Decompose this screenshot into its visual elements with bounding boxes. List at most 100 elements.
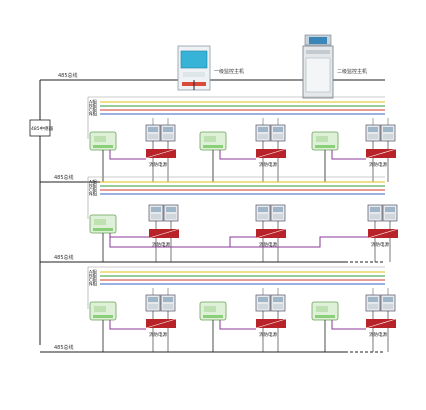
sensor-1-screen [204, 136, 216, 142]
meter-b-1-screen [273, 297, 283, 302]
meter-a-2-screen [370, 207, 380, 212]
group-bus-label: 485总线 [54, 254, 74, 261]
meter-a-1-terminal [258, 134, 268, 139]
purple-link-a [109, 233, 256, 248]
sensor-2-screen [316, 136, 328, 142]
meter-a-0-screen [148, 127, 158, 132]
red-block-2-label: 消防电源 [369, 161, 387, 168]
phase-tag-2: C相 [89, 187, 97, 194]
meter-a-1-terminal [258, 214, 268, 219]
purple-link-2 [331, 150, 366, 160]
red-block-2-label: 消防电源 [369, 331, 387, 338]
red-block-2-stripe [365, 318, 397, 329]
top-bus-label: 485总线 [58, 72, 78, 79]
phase-tag-0: A相 [89, 179, 97, 186]
repeater-box: 485中继器 [29, 119, 54, 137]
meter-a-2-terminal [370, 214, 380, 219]
phase-tag-0: A相 [89, 269, 97, 276]
sensor-0-base [93, 145, 113, 148]
phase-tag-1: B相 [89, 273, 97, 280]
meter-b-1-screen [273, 207, 283, 212]
purple-link-2 [331, 320, 366, 330]
phase-tag-1: B相 [89, 103, 97, 110]
group-1: A相B相C相N相485总线消防电源消防电源消防电源 [40, 96, 397, 183]
meter-a-1-screen [258, 297, 268, 302]
meter-b-0-terminal [163, 304, 173, 309]
sensor-0-screen [94, 136, 106, 142]
sensor-0-screen [94, 219, 106, 225]
group-bus-label: 485总线 [54, 344, 74, 351]
groups-layer: A相B相C相N相485总线消防电源消防电源消防电源A相B相C相N相485总线消防… [40, 96, 399, 353]
repeater-label: 485中继器 [31, 125, 54, 132]
meter-b-2-terminal [383, 304, 393, 309]
phase-tag-3: N相 [89, 191, 97, 198]
meter-b-0-screen [163, 127, 173, 132]
meter-a-1-terminal [258, 304, 268, 309]
purple-link-b [230, 236, 368, 248]
red-block-0-label: 消防电源 [149, 161, 167, 168]
meter-a-2-screen [368, 127, 378, 132]
meter-a-2-screen [368, 297, 378, 302]
meter-a-2-terminal [368, 134, 378, 139]
red-block-0-stripe [148, 228, 180, 239]
red-block-0-label: 消防电源 [152, 241, 170, 248]
red-block-0-stripe [145, 318, 177, 329]
host2-label: 二级监控主机 [337, 68, 367, 75]
red-block-1-stripe [255, 228, 287, 239]
meter-b-1-terminal [273, 214, 283, 219]
meter-b-1-terminal [273, 304, 283, 309]
red-block-0-stripe [145, 148, 177, 159]
red-block-2-stripe [367, 228, 399, 239]
red-block-0-label: 消防电源 [149, 331, 167, 338]
phase-tag-2: C相 [89, 107, 97, 114]
purple-link-1 [219, 320, 256, 330]
sensor-1-base [203, 315, 223, 318]
purple-link-0 [109, 150, 146, 160]
sensor-1-screen [204, 306, 216, 312]
meter-b-2-terminal [383, 134, 393, 139]
meter-a-0-terminal [148, 134, 158, 139]
purple-link-1 [219, 150, 256, 160]
red-block-1-stripe [255, 318, 287, 329]
host2-device [302, 34, 334, 99]
meter-a-0-terminal [148, 304, 158, 309]
sensor-0-base [93, 228, 113, 231]
purple-link-0 [109, 320, 146, 330]
group-bus-label: 485总线 [54, 174, 74, 181]
phase-tag-2: C相 [89, 277, 97, 284]
red-block-2-label: 消防电源 [371, 241, 389, 248]
sensor-2-base [315, 315, 335, 318]
meter-a-0-screen [151, 207, 161, 212]
red-block-1-stripe [255, 148, 287, 159]
phase-tag-1: B相 [89, 183, 97, 190]
group-2: A相B相C相N相485总线消防电源消防电源消防电源 [40, 176, 399, 263]
sensor-1-base [203, 145, 223, 148]
meter-b-2-screen [383, 127, 393, 132]
meter-a-2-terminal [368, 304, 378, 309]
sensor-2-screen [316, 306, 328, 312]
phase-tag-3: N相 [89, 111, 97, 118]
meter-b-0-screen [163, 297, 173, 302]
meter-b-1-screen [273, 127, 283, 132]
red-block-1-label: 消防电源 [259, 241, 277, 248]
phase-tag-3: N相 [89, 281, 97, 288]
meter-b-2-screen [383, 297, 393, 302]
sensor-0-screen [94, 306, 106, 312]
meter-b-0-terminal [163, 134, 173, 139]
red-block-2-stripe [365, 148, 397, 159]
meter-a-0-terminal [151, 214, 161, 219]
meter-b-0-screen [166, 207, 176, 212]
red-block-1-label: 消防电源 [259, 331, 277, 338]
meter-a-1-screen [258, 207, 268, 212]
meter-a-0-screen [148, 297, 158, 302]
meter-b-2-screen [385, 207, 395, 212]
meter-b-0-terminal [166, 214, 176, 219]
meter-a-1-screen [258, 127, 268, 132]
sensor-0-base [93, 315, 113, 318]
meter-b-1-terminal [273, 134, 283, 139]
host1-label: 一级监控主机 [214, 68, 244, 75]
phase-tag-0: A相 [89, 99, 97, 106]
